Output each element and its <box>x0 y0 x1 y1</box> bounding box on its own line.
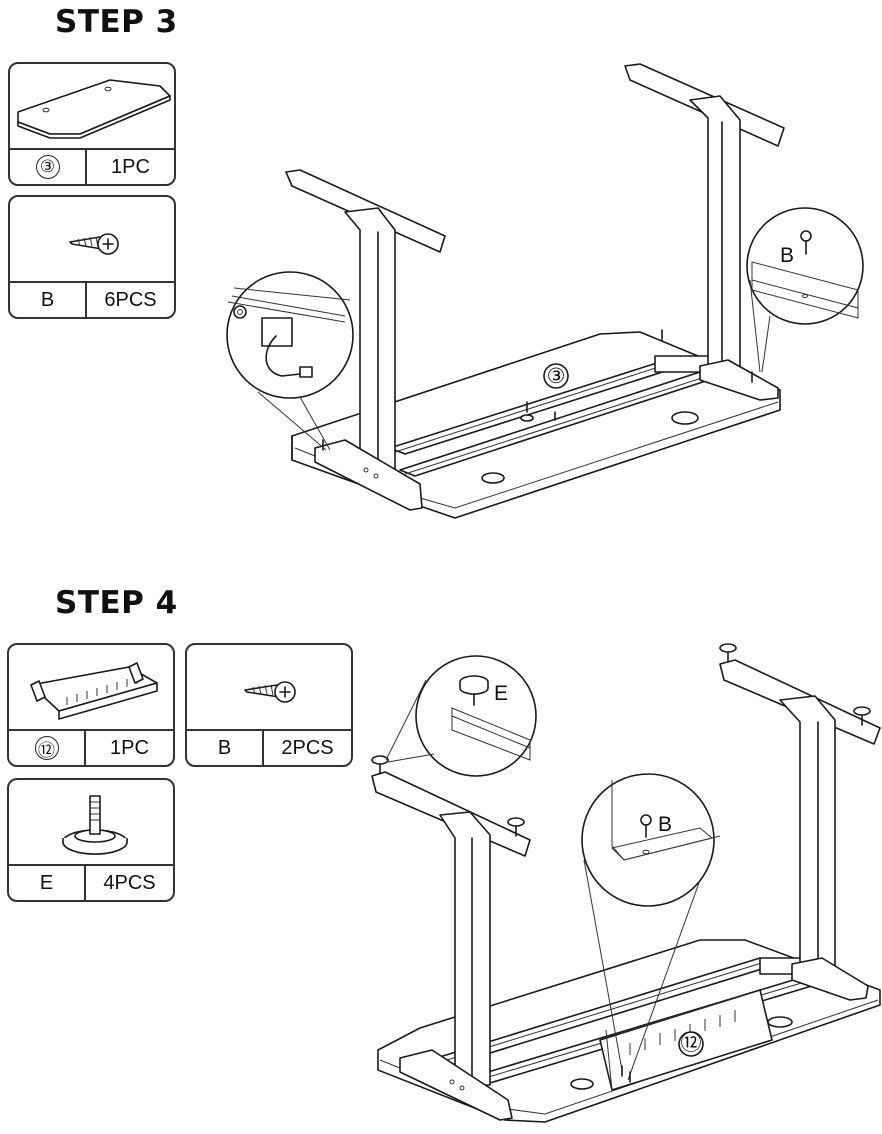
part-id: E <box>9 866 86 900</box>
foot-callout-label: E <box>494 682 508 705</box>
part-id-circle: ③ <box>35 155 60 179</box>
panel-number: ③ <box>547 365 566 388</box>
right-leg <box>719 659 881 1001</box>
part-quantity: 6PCS <box>104 288 157 311</box>
part-quantity: 4PCS <box>103 871 156 894</box>
right-leg <box>624 63 785 401</box>
detail-callout-leveling-foot: E <box>385 655 537 777</box>
detail-callout-screw-b: B <box>581 773 721 1083</box>
grommet-hole <box>767 1016 793 1028</box>
panel-number-circle <box>543 363 569 389</box>
part-card-screw-b: B 2PCS <box>185 643 353 767</box>
part-quantity: 1PC <box>110 736 149 759</box>
leveling-foot-icon <box>9 780 173 873</box>
left-leg <box>285 169 446 511</box>
leveling-feet <box>371 643 871 837</box>
screw-callout-label: B <box>780 244 794 267</box>
left-leg <box>371 771 531 1121</box>
screw-callout-label: B <box>658 813 672 836</box>
part-card-screw-b: B 6PCS <box>8 195 176 319</box>
part-id: B <box>10 283 87 317</box>
part-quantity: 1PC <box>111 155 150 178</box>
part-id: B <box>187 731 264 765</box>
cable-tray: ⑫ <box>599 989 773 1091</box>
desktop-panel-icon <box>10 64 174 157</box>
grommet-hole <box>570 1078 594 1090</box>
step3-title: STEP 3 <box>55 4 178 40</box>
part-card-desktop: ③ 1PC <box>8 62 176 186</box>
screw-icon <box>10 197 174 290</box>
tray-number: ⑫ <box>681 1032 702 1055</box>
grommet-hole <box>671 411 699 425</box>
step3-assembly-drawing: ③ B <box>226 63 864 519</box>
step4-title: STEP 4 <box>55 585 178 621</box>
part-card-cable-tray: ⑫ 1PC <box>7 643 175 767</box>
screw-icon <box>187 645 351 738</box>
part-id-circle: ⑫ <box>34 736 59 760</box>
grommet-hole <box>481 472 505 484</box>
detail-callout-motor-cable <box>226 271 354 451</box>
part-quantity: 2PCS <box>281 736 334 759</box>
part-card-leveling-foot: E 4PCS <box>7 778 175 902</box>
step4-assembly-drawing: ⑫ E <box>371 643 881 1123</box>
detail-callout-screw-b: B <box>746 207 864 373</box>
cable-tray-icon <box>9 645 173 738</box>
